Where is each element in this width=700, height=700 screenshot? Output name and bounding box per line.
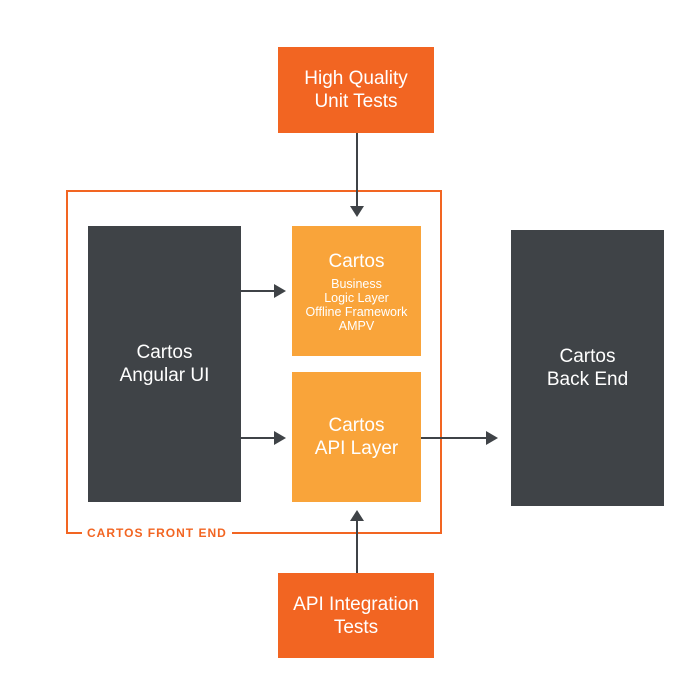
integration-tests-line2: Tests [333,616,379,638]
business-logic-item: Business [331,276,382,291]
business-logic-box: Cartos Business Logic Layer Offline Fram… [292,226,421,356]
api-layer-line2: API Layer [314,438,399,459]
integration-tests-line1: API Integration [293,593,419,615]
business-logic-title: Cartos [328,250,385,272]
back-end-line2: Back End [546,369,629,390]
unit-tests-box: High Quality Unit Tests [278,47,434,133]
back-end-box: Cartos Back End [511,230,664,506]
business-logic-item: Offline Framework [305,304,408,319]
unit-tests-line2: Unit Tests [314,91,398,112]
front-end-frame-label: CARTOS FRONT END [82,526,232,540]
business-logic-item: Logic Layer [324,290,389,305]
arrowhead [486,431,498,445]
front-end-frame [66,190,442,534]
angular-ui-box: Cartos Angular UI [88,226,241,502]
unit-tests-line1: High Quality [304,68,408,89]
business-logic-item: AMPV [338,318,375,333]
back-end-line1: Cartos [559,346,616,367]
api-layer-line1: Cartos [328,415,385,436]
angular-ui-line1: Cartos [136,342,193,363]
api-layer-box: Cartos API Layer [292,372,421,502]
angular-ui-line2: Angular UI [119,365,210,386]
integration-tests-box: API Integration Tests [278,573,434,658]
